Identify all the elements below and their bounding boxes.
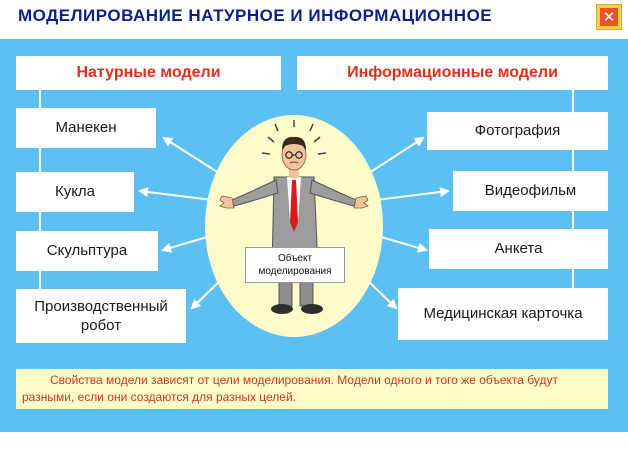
natural-models-header: Натурные модели [16,56,281,90]
close-button[interactable]: ✕ [596,4,622,30]
arrow-right-2 [375,187,450,201]
close-icon: ✕ [600,8,618,26]
item-label: Медицинская карточка [423,305,583,323]
item-label: Кукла [54,183,96,201]
natural-model-maneken[interactable]: Манекен [16,108,156,148]
item-label: Производственный робот [34,297,168,335]
item-label: Скульптура [46,242,128,260]
arrow-right-3 [373,234,428,253]
item-label: Анкета [494,240,543,258]
info-model-anketa[interactable]: Анкета [429,229,608,269]
item-label: Манекен [55,119,117,137]
info-model-photo[interactable]: Фотография [427,112,608,150]
arrow-right-1 [365,136,425,176]
natural-model-robot[interactable]: Производственный робот [16,289,186,343]
arrow-left-1 [162,136,223,176]
note-text: Свойства модели зависят от цели моделиро… [22,373,558,404]
item-label: Фотография [474,122,561,140]
natural-model-kukla[interactable]: Кукла [16,172,134,212]
arrow-left-2 [138,187,213,201]
information-models-header: Информационные модели [297,56,608,90]
item-label: Видеофильм [484,182,577,200]
page-title: МОДЕЛИРОВАНИЕ НАТУРНОЕ И ИНФОРМАЦИОННОЕ [18,6,493,25]
object-label: Объект моделирования [245,247,345,283]
note-box: Свойства модели зависят от цели моделиро… [16,369,608,409]
info-model-medcard[interactable]: Медицинская карточка [398,288,608,340]
natural-model-skulptura[interactable]: Скульптура [16,231,158,271]
info-model-video[interactable]: Видеофильм [453,171,608,211]
